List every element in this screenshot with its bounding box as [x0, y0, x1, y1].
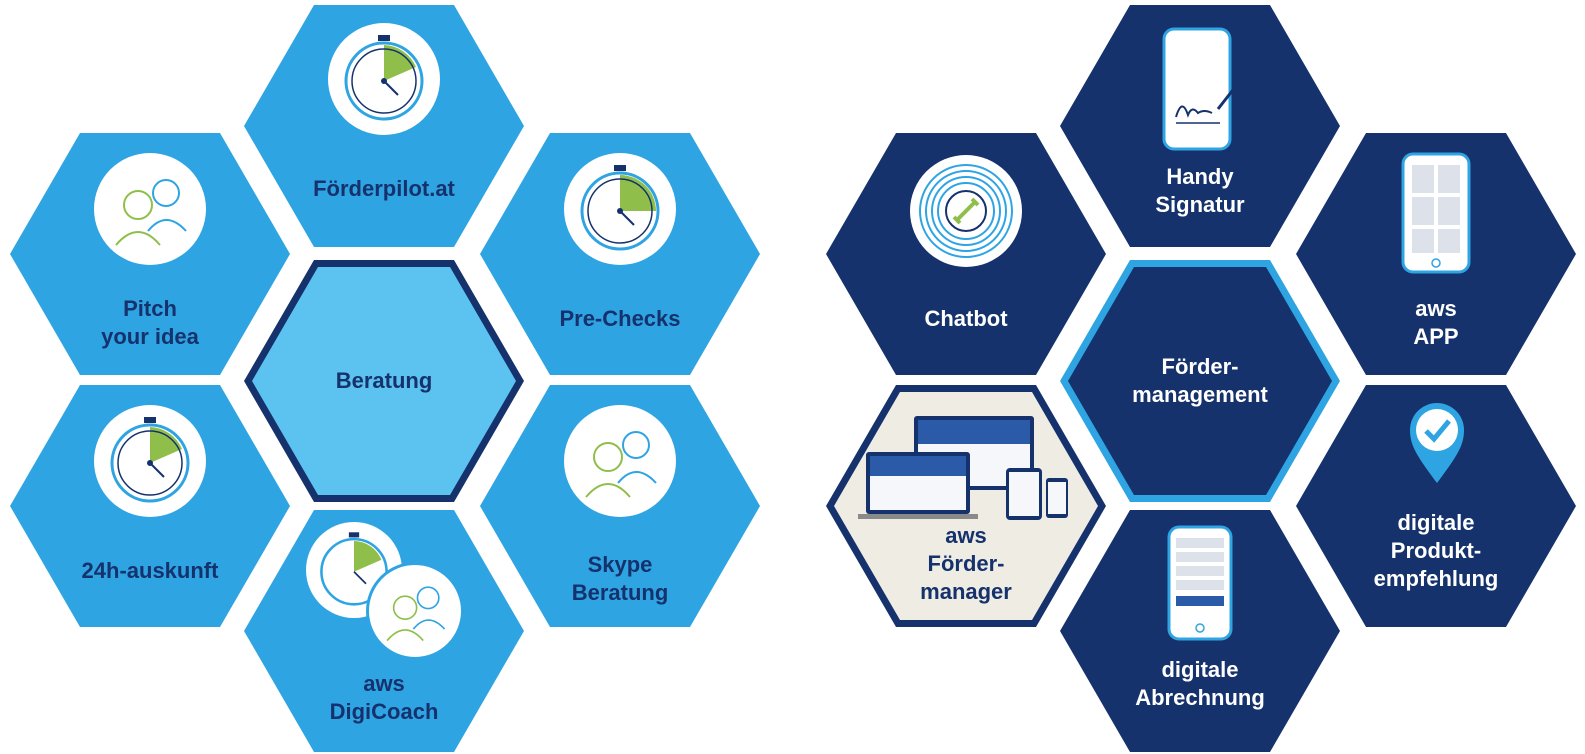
two-people-icon: [94, 153, 206, 265]
hex-label: Beratung: [335, 368, 433, 393]
hex-pre-checks: Pre-Checks: [480, 133, 760, 375]
hex-label: Förder- management: [1132, 354, 1268, 407]
stopwatch-icon: [94, 405, 206, 517]
hex-aws-foerdermanager: aws Förder- manager: [834, 392, 1098, 620]
hex-foerdermanagement-border: Förder- management: [1060, 260, 1340, 502]
hex-beratung-border: Beratung: [244, 260, 524, 502]
two-people-icon: [564, 405, 676, 517]
hex-aws-digicoach: aws DigiCoach: [244, 510, 524, 752]
hex-chatbot: Chatbot: [826, 133, 1106, 375]
two-people-icon: [366, 562, 464, 660]
stopwatch-icon: [564, 153, 676, 265]
hex-label: aws Förder- manager: [920, 523, 1012, 604]
hex-label: Handy Signatur: [1155, 164, 1245, 217]
hex-label: aws DigiCoach: [329, 671, 439, 724]
hex-skype-beratung: Skype Beratung: [480, 385, 760, 627]
phone-app-icon: [1400, 151, 1472, 275]
devices-screenshot-icon: [856, 412, 1076, 527]
hex-label: Pitch your idea: [101, 296, 199, 349]
phone-form-icon: [1166, 524, 1234, 642]
stopwatch-icon: [328, 23, 440, 135]
hex-digitale-abrechnung: digitale Abrechnung: [1060, 510, 1340, 752]
hex-label: Skype Beratung: [571, 552, 669, 605]
hex-label: 24h-auskunft: [81, 558, 219, 583]
location-checkmark-icon: [1406, 399, 1468, 492]
lifebuoy-wrench-icon: [910, 155, 1022, 267]
hex-pitch-your-idea: Pitch your idea: [10, 133, 290, 375]
hex-foerdermanagement: Förder- management: [1068, 267, 1332, 495]
hex-aws-app: aws APP: [1296, 133, 1576, 375]
hex-label: Förderpilot.at: [313, 176, 455, 201]
hex-handy-signatur: Handy Signatur: [1060, 5, 1340, 247]
hex-label: aws APP: [1413, 296, 1459, 349]
hex-label: digitale Produkt- empfehlung: [1373, 510, 1499, 591]
hex-label: digitale Abrechnung: [1135, 657, 1265, 710]
hex-label: Pre-Checks: [559, 306, 681, 331]
hex-beratung: Beratung: [252, 267, 516, 495]
hex-24h-auskunft: 24h-auskunft: [10, 385, 290, 627]
phone-signature-icon: [1160, 25, 1260, 155]
hex-foerderpilot: Förderpilot.at: [244, 5, 524, 247]
hex-label: Chatbot: [924, 306, 1008, 331]
hex-digitale-produktempfehlung: digitale Produkt- empfehlung: [1296, 385, 1576, 627]
hex-aws-foerdermanager-border: aws Förder- manager: [826, 385, 1106, 627]
